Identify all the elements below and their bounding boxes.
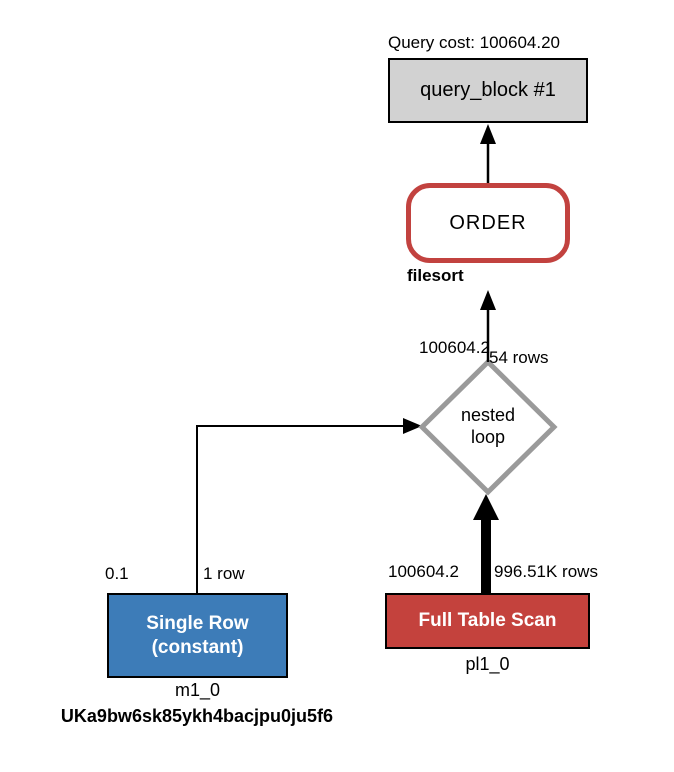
- edge-single-row-to-nested-loop: [196, 425, 404, 593]
- full-table-scan-node[interactable]: Full Table Scan: [385, 593, 590, 649]
- order-node[interactable]: ORDER: [406, 183, 570, 263]
- filesort-label: filesort: [407, 266, 464, 285]
- full-scan-rows-label: 996.51K rows: [494, 562, 598, 581]
- nested-loop-rows-label: 54 rows: [489, 348, 549, 367]
- full-table-scan-table-label: pl1_0: [465, 654, 510, 674]
- nested-loop-label-line1: nested: [460, 405, 516, 425]
- single-row-label-line2: (constant): [151, 636, 244, 658]
- query-block-node[interactable]: query_block #1: [388, 58, 588, 123]
- single-row-key-label: UKa9bw6sk85ykh4bacjpu0ju5f6: [60, 706, 334, 726]
- single-row-table-label: m1_0: [174, 680, 221, 700]
- single-row-node[interactable]: Single Row (constant): [107, 593, 288, 678]
- nested-loop-label: nested loop: [438, 404, 538, 448]
- nested-loop-cost-label: 100604.2: [419, 338, 490, 357]
- full-table-scan-label: Full Table Scan: [418, 610, 557, 631]
- single-row-label-line1: Single Row: [146, 612, 249, 634]
- query-block-label: query_block #1: [420, 79, 556, 101]
- query-cost-label: Query cost: 100604.20: [388, 33, 561, 52]
- order-label: ORDER: [449, 211, 527, 234]
- full-scan-cost-label: 100604.2: [388, 562, 459, 581]
- edge-nested-loop-arrowhead-icon: [480, 290, 496, 310]
- edge-order-arrowhead-icon: [480, 124, 496, 144]
- nested-loop-node[interactable]: [418, 358, 558, 496]
- single-row-rows-label: 1 row: [203, 564, 245, 583]
- nested-loop-label-line2: loop: [470, 427, 506, 447]
- edge-single-row-arrowhead-icon: [403, 418, 422, 434]
- single-row-cost-label: 0.1: [105, 564, 129, 583]
- edge-full-scan-arrowhead-icon: [473, 494, 499, 520]
